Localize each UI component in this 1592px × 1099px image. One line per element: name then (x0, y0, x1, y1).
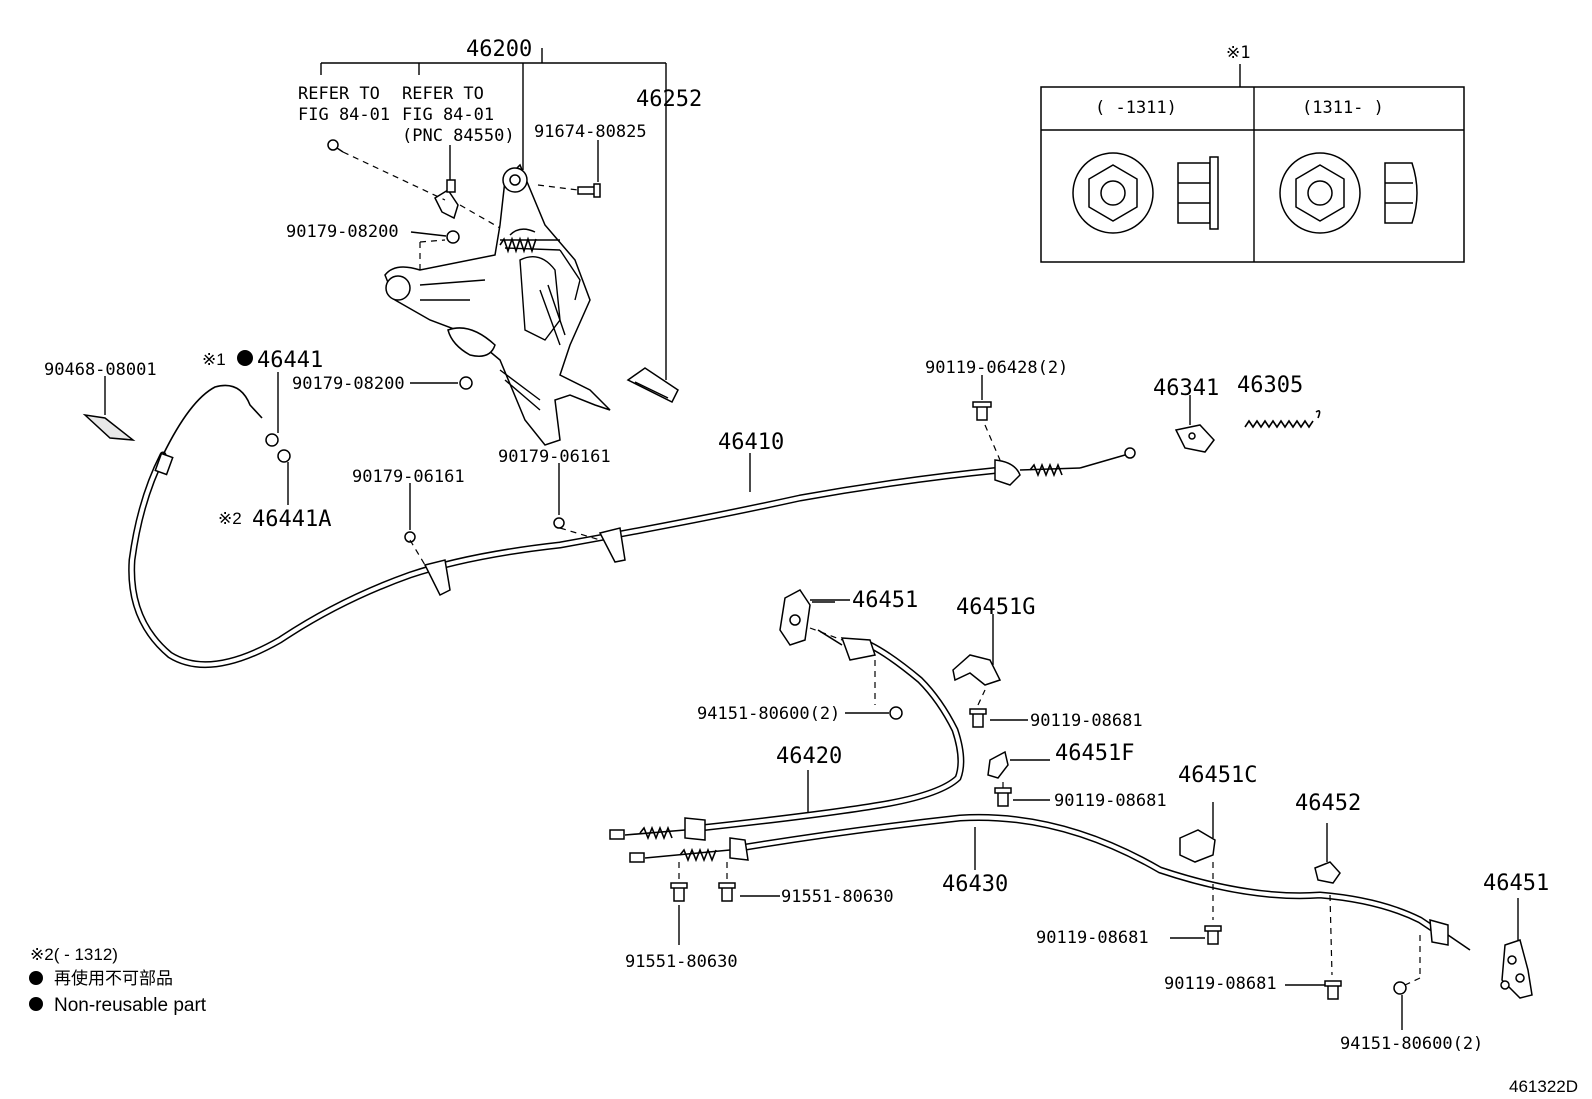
label-90179-06161-right: 90179-06161 (498, 447, 611, 467)
label-46430: 46430 (942, 872, 1008, 897)
label-90119-06428: 90119-06428(2) (925, 358, 1068, 378)
non-reusable-mark-icon (237, 350, 253, 366)
label-46451F: 46451F (1055, 741, 1134, 766)
flange-nut-side-icon (1384, 162, 1418, 224)
label-46420: 46420 (776, 744, 842, 769)
washer-part (327, 139, 344, 153)
label-90119-08681-a: 90119-08681 (1030, 711, 1143, 731)
label-90179-06161-left: 90179-06161 (352, 467, 465, 487)
nut-part (404, 531, 416, 543)
bolt-part (1170, 925, 1222, 945)
inset-mark: ※1 (1226, 43, 1250, 63)
label-mark-2: ※2 (218, 509, 242, 528)
non-reusable-mark-icon (29, 997, 43, 1011)
label-46451-lower: 46451 (1483, 871, 1549, 896)
label-90119-08681-d: 90119-08681 (1164, 974, 1277, 994)
nut-variant-inset: ※1 ( -1311) (1311- ) (1040, 43, 1465, 263)
label-90468-08001: 90468-08001 (44, 360, 157, 380)
non-reusable-mark-icon (29, 971, 43, 985)
label-90179-08200-upper: 90179-08200 (286, 222, 399, 242)
inset-col2: (1311- ) (1302, 98, 1384, 118)
label-94151-80600-upper: 94151-80600(2) (697, 704, 840, 724)
label-46451-upper: 46451 (852, 588, 918, 613)
label-46451C: 46451C (1178, 763, 1257, 788)
flange-nut-front-icon (1072, 152, 1154, 234)
clamp-46452 (1314, 823, 1341, 976)
bracket-46451F (987, 750, 1050, 779)
label-refer-2-line3: (PNC 84550) (402, 126, 515, 146)
equalizer-part (1174, 395, 1215, 453)
label-46441A: 46441A (252, 507, 331, 532)
label-90179-08200-lower: 90179-08200 (292, 374, 405, 394)
label-90119-08681-b: 90119-08681 (1054, 791, 1167, 811)
label-mark-1: ※1 (202, 350, 226, 369)
label-91551-80630-right: 91551-80630 (781, 887, 894, 907)
release-lever-tip-part (626, 367, 679, 404)
bolt-part (718, 862, 780, 902)
bolt-part (670, 862, 688, 945)
label-46452: 46452 (1295, 791, 1361, 816)
bracket-46451-lower (1500, 898, 1533, 999)
bolt-part (1285, 980, 1342, 1000)
grommet-part (265, 372, 291, 505)
label-refer-2-line1: REFER TO (402, 84, 484, 104)
label-refer-1-line2: FIG 84-01 (298, 105, 390, 125)
bracket-46451G (952, 614, 1002, 686)
label-refer-2-line2: FIG 84-01 (402, 105, 494, 125)
bracket-46451C (1179, 802, 1216, 920)
rear-cable-46430 (629, 813, 1471, 951)
inset-col1: ( -1311) (1095, 98, 1177, 118)
label-46441: 46441 (257, 348, 323, 373)
label-90119-08681-c: 90119-08681 (1036, 928, 1149, 948)
label-46341: 46341 (1153, 376, 1219, 401)
return-spring-part (1244, 410, 1321, 429)
note-mark-2-range: ※2( - 1312) (30, 945, 118, 964)
clip-part (434, 179, 459, 220)
rear-cable-46420 (609, 629, 965, 841)
label-46252: 46252 (636, 87, 702, 112)
note-non-reusable-jp: 再使用不可部品 (54, 968, 173, 988)
label-46410: 46410 (718, 430, 784, 455)
figure-id: 461322D (1509, 1077, 1578, 1096)
label-46200: 46200 (466, 37, 532, 62)
nut-part (845, 660, 903, 720)
label-46451G: 46451G (956, 595, 1035, 620)
label-94151-80600-lower: 94151-80600(2) (1340, 1034, 1483, 1054)
bolt-part (994, 780, 1050, 807)
cushion-pad-part (82, 376, 136, 441)
flange-nut-front-icon (1279, 152, 1361, 234)
flange-nut-side-icon (1177, 156, 1219, 230)
bolt-part (577, 183, 601, 198)
bolt-part (969, 689, 1028, 728)
nut-part (1393, 935, 1421, 1030)
bracket-46451-upper (779, 589, 843, 646)
front-cable-46410 (128, 384, 1136, 669)
label-46305: 46305 (1237, 373, 1303, 398)
parking-brake-pedal-assembly (384, 163, 611, 446)
label-91551-80630-bottom: 91551-80630 (625, 952, 738, 972)
bolt-part (972, 401, 992, 421)
nut-part (459, 376, 473, 390)
nut-part (553, 517, 565, 529)
label-91674-80825: 91674-80825 (534, 122, 647, 142)
note-non-reusable-en: Non-reusable part (54, 995, 207, 1016)
inset-frame (1040, 86, 1465, 263)
label-refer-1-line1: REFER TO (298, 84, 380, 104)
nut-part (446, 230, 460, 244)
